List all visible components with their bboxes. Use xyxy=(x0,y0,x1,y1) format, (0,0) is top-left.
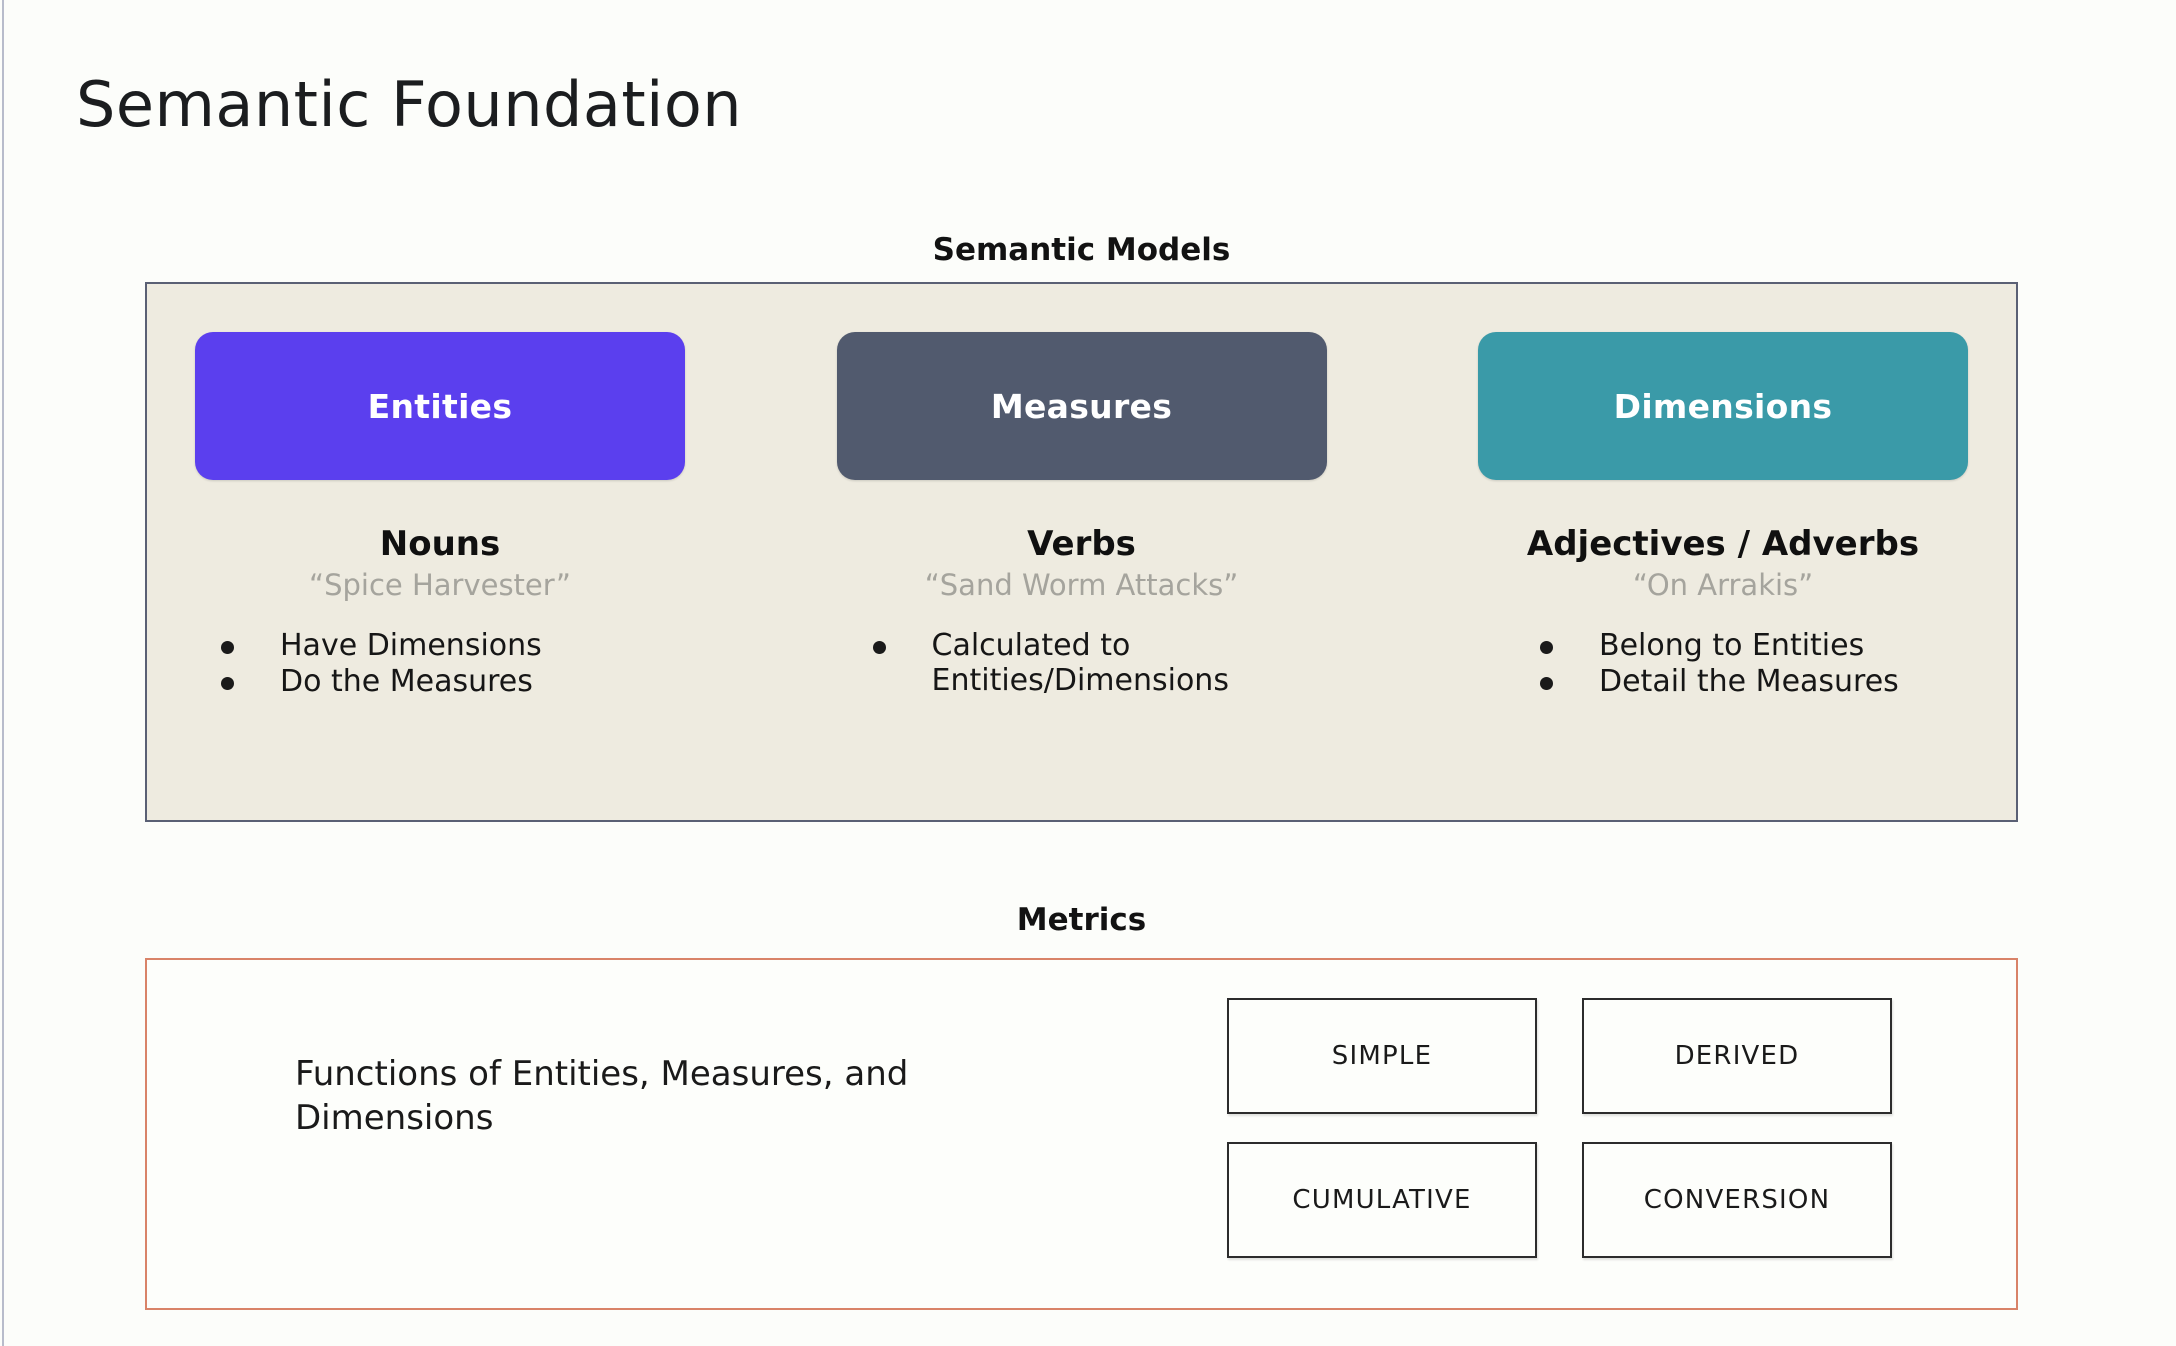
measures-bullet-list: Calculated to Entities/Dimensions xyxy=(837,628,1327,699)
metrics-description: Functions of Entities, Measures, and Dim… xyxy=(295,1054,909,1139)
measures-example: “Sand Worm Attacks” xyxy=(924,568,1239,602)
metric-box-simple[interactable]: SIMPLE xyxy=(1227,998,1537,1114)
list-item: Belong to Entities xyxy=(1540,628,1864,663)
bullet-dot-icon xyxy=(221,641,234,654)
entities-pill[interactable]: Entities xyxy=(195,332,685,480)
entities-bullet-1: Have Dimensions xyxy=(280,628,542,663)
entities-part-of-speech: Nouns xyxy=(379,524,501,564)
metric-box-conversion[interactable]: CONVERSION xyxy=(1582,1142,1892,1258)
dimensions-bullet-2: Detail the Measures xyxy=(1599,664,1899,700)
dimensions-example: “On Arrakis” xyxy=(1632,568,1814,602)
slide-left-edge xyxy=(2,0,4,1346)
bullet-dot-icon xyxy=(221,677,234,691)
list-item: Have Dimensions xyxy=(221,628,542,663)
dimensions-pill[interactable]: Dimensions xyxy=(1478,332,1968,480)
metrics-heading: Metrics xyxy=(1016,902,1147,938)
bullet-dot-icon xyxy=(1540,677,1553,691)
semantic-model-column-entities: Entities Nouns “Spice Harvester” Have Di… xyxy=(195,332,685,820)
dimensions-bullet-list: Belong to Entities Detail the Measures xyxy=(1478,628,1968,700)
page-title: Semantic Foundation xyxy=(76,68,743,141)
dimensions-part-of-speech: Adjectives / Adverbs xyxy=(1526,524,1920,564)
semantic-models-heading: Semantic Models xyxy=(932,232,1231,268)
measures-pill[interactable]: Measures xyxy=(836,332,1327,480)
bullet-dot-icon xyxy=(1540,641,1553,654)
measures-bullet-1: Calculated to Entities/Dimensions xyxy=(931,628,1229,699)
metric-box-derived[interactable]: DERIVED xyxy=(1582,998,1892,1114)
semantic-models-columns: Entities Nouns “Spice Harvester” Have Di… xyxy=(147,284,2016,820)
list-item: Detail the Measures xyxy=(1540,664,1899,699)
entities-example: “Spice Harvester” xyxy=(309,568,571,602)
bullet-dot-icon xyxy=(872,641,886,654)
dimensions-bullet-1: Belong to Entities xyxy=(1599,628,1865,663)
metrics-type-grid: SIMPLE DERIVED CUMULATIVE CONVERSION xyxy=(1227,998,1892,1258)
semantic-model-column-dimensions: Dimensions Adjectives / Adverbs “On Arra… xyxy=(1478,332,1968,820)
entities-bullet-list: Have Dimensions Do the Measures xyxy=(195,628,685,700)
entities-bullet-2: Do the Measures xyxy=(280,664,533,700)
metrics-panel: Functions of Entities, Measures, and Dim… xyxy=(145,958,2018,1310)
semantic-model-column-measures: Measures Verbs “Sand Worm Attacks” Calcu… xyxy=(836,332,1327,820)
measures-part-of-speech: Verbs xyxy=(1027,524,1136,564)
list-item: Calculated to Entities/Dimensions xyxy=(872,628,1229,699)
list-item: Do the Measures xyxy=(221,664,533,699)
metric-box-cumulative[interactable]: CUMULATIVE xyxy=(1227,1142,1537,1258)
semantic-models-panel: Entities Nouns “Spice Harvester” Have Di… xyxy=(145,282,2018,822)
